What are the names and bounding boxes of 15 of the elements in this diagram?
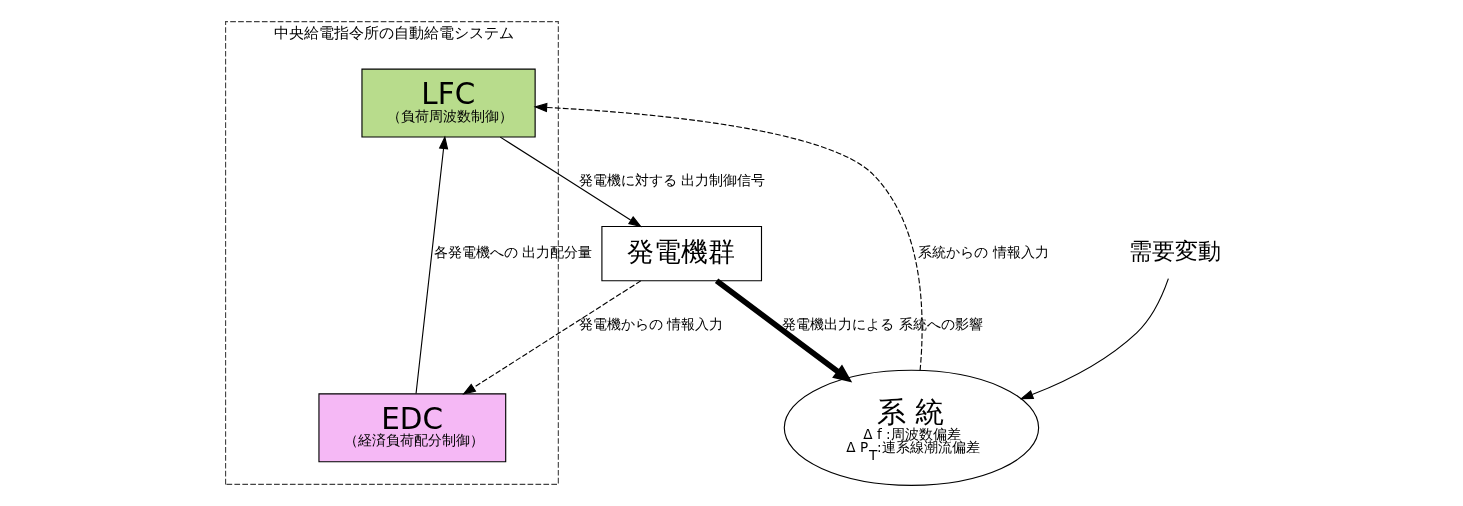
edge-label: 発電機に対する 出力制御信号 [578,172,766,189]
node-text: 需要変動 [1128,238,1221,265]
arrow [533,102,923,371]
arrow [1019,278,1169,400]
arrow [462,280,642,395]
arrow [499,136,642,228]
edge-label: 系統からの 情報入力 [918,244,1049,261]
edge-label: 各発電機への 出力配分量 [433,244,593,261]
node-box: 発電機群 [601,225,763,282]
arrow [714,278,853,383]
node-box: LFC （負荷周波数制御） [361,68,536,138]
edge-label: 発電機出力による 系統への影響 [782,316,983,332]
edge-label: 発電機からの 情報入力 [578,316,724,332]
node-box: EDC （経済負荷配分制御） [318,393,507,463]
arrow [415,135,449,395]
